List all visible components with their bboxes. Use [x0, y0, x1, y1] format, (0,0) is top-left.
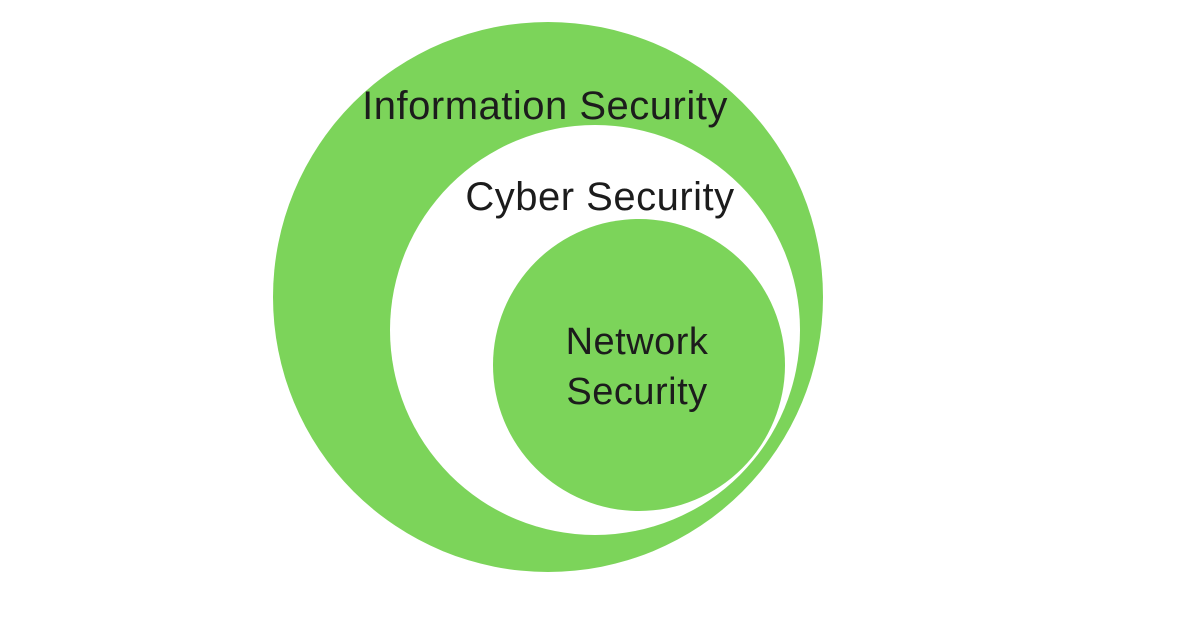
network-security-label: Network Security [566, 317, 709, 417]
network-security-label-line2: Security [566, 371, 708, 413]
network-security-label-line1: Network [565, 321, 709, 363]
information-security-label: Information Security [362, 84, 728, 128]
cyber-security-label: Cyber Security [465, 175, 735, 219]
network-security-circle [493, 219, 785, 511]
